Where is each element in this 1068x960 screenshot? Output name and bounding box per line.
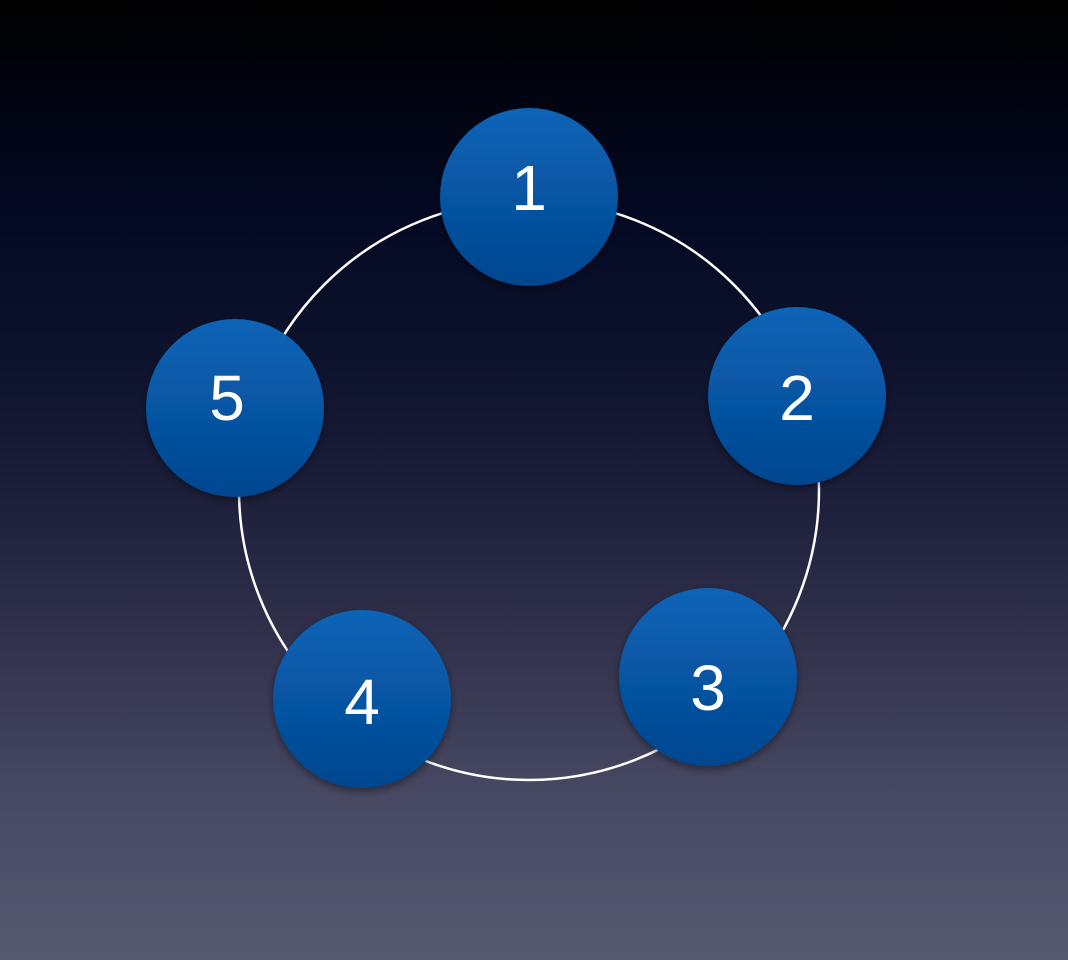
node-label-2: 2 — [779, 362, 815, 434]
node-circle-4 — [273, 610, 451, 788]
node-label-5: 5 — [209, 362, 245, 434]
node-circle-5 — [146, 319, 324, 497]
node-5[interactable]: 5 — [146, 319, 324, 497]
node-circle-3 — [619, 588, 797, 766]
node-3[interactable]: 3 — [619, 588, 797, 766]
node-4[interactable]: 4 — [273, 610, 451, 788]
node-label-1: 1 — [511, 152, 547, 224]
node-circle-1 — [440, 108, 618, 286]
node-2[interactable]: 2 — [708, 307, 886, 485]
node-1[interactable]: 1 — [440, 108, 618, 286]
node-label-4: 4 — [344, 666, 380, 738]
node-label-3: 3 — [690, 652, 726, 724]
node-circle-2 — [708, 307, 886, 485]
